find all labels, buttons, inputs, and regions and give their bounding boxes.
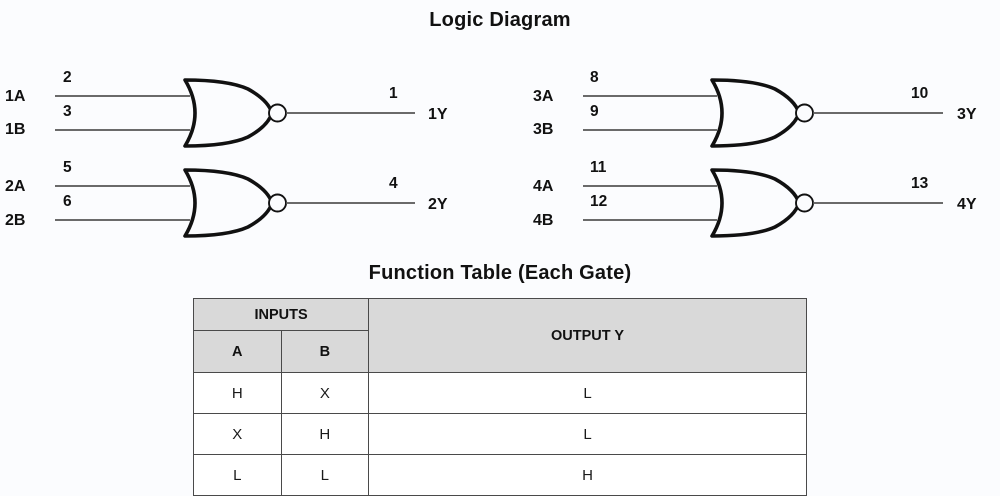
gate-1-output-pin: 1 (389, 85, 398, 102)
gate-2-inversion-bubble (268, 193, 287, 213)
cell-output-y: H (368, 454, 807, 496)
gate-2-input-b-pin: 6 (63, 193, 72, 210)
gate-3-inversion-bubble (795, 103, 814, 123)
cell-input-a: X (193, 413, 282, 455)
gate-4-output-pin: 13 (911, 175, 929, 192)
gate-3-input-a-pin: 8 (590, 69, 599, 86)
table-row: L L H (193, 454, 807, 496)
gate-3-output-pin: 10 (911, 85, 928, 102)
gate-2-input-b-label: 2B (5, 212, 25, 229)
gate-4-input-b-pin: 12 (590, 193, 607, 210)
cell-input-b: H (280, 413, 370, 455)
header-output-y: OUTPUT Y (368, 298, 807, 373)
nor-gate-4: 4A 4B 11 12 13 4Y (533, 159, 977, 238)
gate-1-input-a-pin: 2 (63, 69, 72, 86)
nor-gate-1: 1A 1B 2 3 1 1Y (5, 69, 448, 148)
function-table-head: INPUTS OUTPUT Y A B (192, 298, 807, 373)
cell-input-a: L (193, 454, 282, 496)
nor-gate-3: 3A 3B 8 9 10 3Y (533, 69, 977, 148)
gate-1-output-label: 1Y (428, 106, 448, 123)
gate-4-output-label: 4Y (957, 196, 977, 213)
gate-1-inversion-bubble (268, 103, 287, 123)
gate-3-output-label: 3Y (957, 106, 977, 123)
cell-input-b: L (280, 454, 370, 496)
page-title: Logic Diagram (429, 9, 571, 31)
header-input-b: B (280, 330, 370, 373)
cell-output-y: L (368, 413, 807, 455)
gate-2-body (183, 168, 274, 238)
cell-input-b: X (280, 372, 370, 414)
function-table-title: Function Table (Each Gate) (368, 262, 632, 284)
gate-3-input-b-label: 3B (533, 121, 553, 138)
gate-3-input-b-pin: 9 (590, 103, 599, 120)
logic-diagram: 1A 1B 2 3 1 1Y 2A 2B 5 6 4 2Y (0, 40, 1000, 255)
gate-4-input-a-pin: 11 (590, 159, 607, 176)
gate-1-input-a-label: 1A (5, 88, 26, 105)
table-header-sub-row: A B (193, 330, 807, 373)
gate-2-input-a-pin: 5 (63, 159, 72, 176)
gate-3-input-a-label: 3A (533, 88, 554, 105)
gate-3-body (710, 78, 801, 148)
cell-output-y: L (368, 372, 807, 414)
table-row: X H L (193, 413, 807, 455)
gate-2-output-label: 2Y (428, 196, 448, 213)
nor-gate-2: 2A 2B 5 6 4 2Y (5, 159, 448, 238)
table-row: H X L (193, 372, 807, 414)
gate-4-input-b-label: 4B (533, 212, 553, 229)
header-inputs: INPUTS (192, 298, 370, 331)
header-input-a: A (193, 330, 282, 373)
gate-4-body (710, 168, 801, 238)
function-table-body: H X L X H L L L H (193, 372, 807, 496)
gate-2-input-a-label: 2A (5, 178, 26, 195)
gate-2-output-pin: 4 (389, 175, 398, 192)
table-header-group-row: INPUTS OUTPUT Y (192, 298, 807, 373)
gate-1-body (183, 78, 274, 148)
gate-1-input-b-label: 1B (5, 121, 25, 138)
gate-4-input-a-label: 4A (533, 178, 554, 195)
gate-4-inversion-bubble (795, 193, 814, 213)
gate-1-input-b-pin: 3 (63, 103, 72, 120)
cell-input-a: H (193, 372, 282, 414)
function-table: INPUTS OUTPUT Y A B H X L X H L L L H (192, 298, 807, 496)
